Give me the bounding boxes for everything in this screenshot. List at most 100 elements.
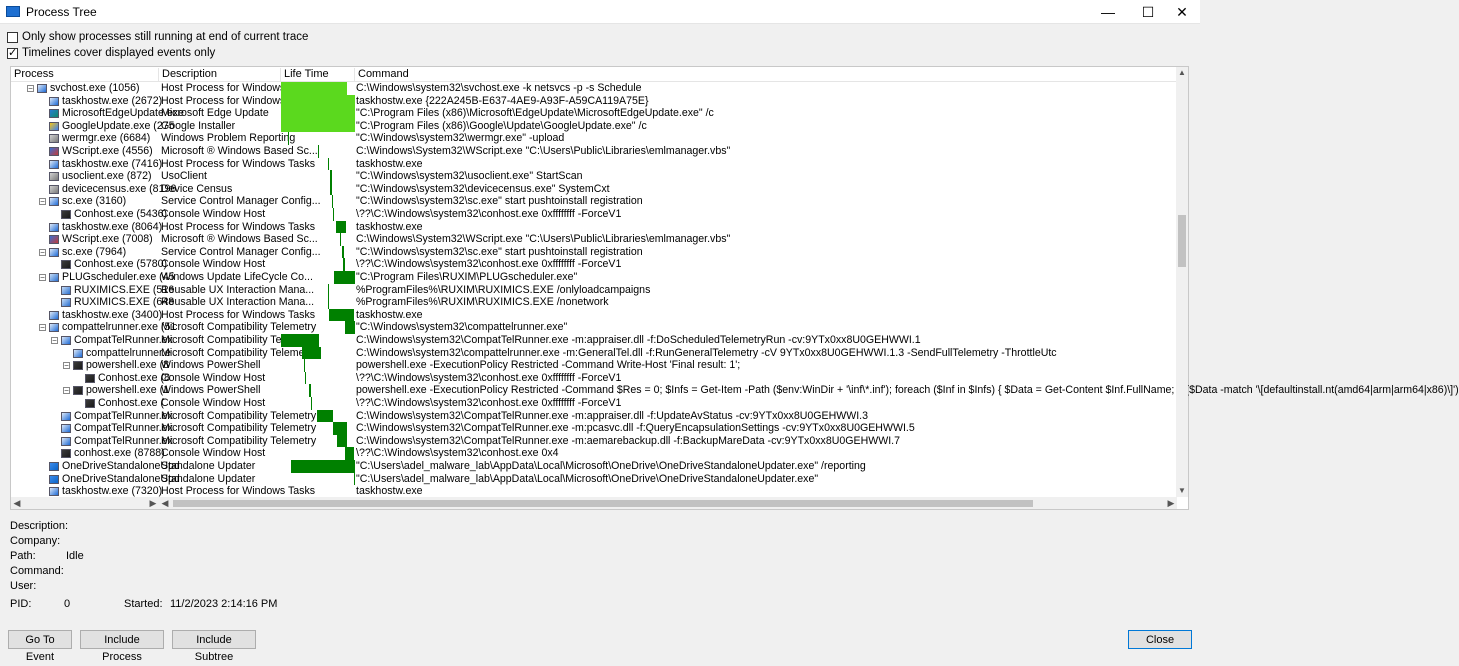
process-name: powershell.exe (1 [86,384,170,397]
column-description[interactable]: Description [159,68,281,82]
collapse-icon[interactable]: − [39,247,46,257]
table-row[interactable]: taskhostw.exe (8064)Host Process for Win… [11,220,1177,234]
scroll-right-icon[interactable]: ▶ [149,498,157,508]
table-row[interactable]: WScript.exe (4556)Microsoft ® Windows Ba… [11,145,1177,158]
horizontal-scroll-thumb[interactable] [173,500,1033,507]
lifetime-bar [333,422,347,435]
process-description: Windows PowerShell [161,359,261,372]
vertical-scroll-thumb[interactable] [1178,215,1186,267]
onedrive-process-icon [49,474,59,484]
process-description: Host Process for Windows Tasks [161,485,316,498]
process-command: taskhostw.exe [356,485,423,498]
collapse-icon[interactable]: − [63,361,70,371]
gear-process-icon [49,184,59,194]
table-row[interactable]: WScript.exe (7008)Microsoft ® Windows Ba… [11,233,1177,246]
table-row[interactable]: taskhostw.exe (7416)Host Process for Win… [11,157,1177,171]
lifetime-bar [329,308,354,322]
lifetime-bar [337,434,347,448]
vertical-scrollbar[interactable]: ▲ ▼ [1176,67,1188,497]
scroll-up-icon[interactable]: ▲ [1178,68,1186,77]
table-row[interactable]: taskhostw.exe (7320)Host Process for Win… [11,485,1177,498]
table-row[interactable]: usoclient.exe (872)UsoClient"C:\Windows\… [11,170,1177,183]
window-process-icon [49,222,59,232]
collapse-icon[interactable]: − [63,386,70,396]
console-process-icon [73,386,83,396]
lifetime-bar [330,170,332,183]
table-row[interactable]: taskhostw.exe (2672)Host Process for Win… [11,94,1177,108]
collapse-icon[interactable]: − [39,273,46,282]
table-row[interactable]: −svchost.exe (1056)Host Process for Wind… [11,82,1177,95]
process-description: Reusable UX Interaction Mana... [161,296,315,309]
table-row[interactable]: −sc.exe (3160)Service Control Manager Co… [11,195,1177,208]
lifetime-bar [328,283,329,297]
main-hscrollbar[interactable]: ◀ ▶ [159,497,1177,509]
script-process-icon [49,147,59,156]
collapse-icon[interactable]: − [39,323,46,333]
process-description: Console Window Host [161,258,266,271]
collapse-icon[interactable]: − [51,336,58,345]
table-row[interactable]: Conhost.exe (5436)Console Window Host\??… [11,208,1177,221]
window-process-icon [49,310,59,320]
maximize-button[interactable]: ☐ [1141,4,1155,20]
process-column-hscrollbar[interactable]: ◀ ▶ [11,497,159,509]
started-label: Started: [124,598,163,610]
collapse-icon[interactable]: − [27,84,34,93]
table-row[interactable]: wermgr.exe (6684)Windows Problem Reporti… [11,132,1177,145]
include-subtree-button[interactable]: Include Subtree [172,630,256,663]
process-name: powershell.exe (8 [86,359,170,372]
table-row[interactable]: conhost.exe (8788)Console Window Host\??… [11,447,1177,460]
scroll-left-icon[interactable]: ◀ [13,498,21,508]
column-lifetime[interactable]: Life Time [281,68,355,82]
path-value: Idle [66,550,84,562]
table-row[interactable]: taskhostw.exe (3400)Host Process for Win… [11,308,1177,322]
scroll-down-icon[interactable]: ▼ [1178,486,1186,495]
scroll-left-icon[interactable]: ◀ [161,498,169,508]
process-name: WScript.exe (4556) [62,145,153,157]
table-row[interactable]: Conhost.exe (5780)Console Window Host\??… [11,258,1177,271]
table-row[interactable]: −sc.exe (7964)Service Control Manager Co… [11,245,1177,259]
column-command[interactable]: Command [358,68,409,80]
close-window-button[interactable]: ✕ [1176,4,1188,20]
lifetime-bar [305,371,306,385]
running-only-checkbox[interactable] [7,31,18,43]
process-command: "C:\Windows\system32\wermgr.exe" -upload [356,132,565,145]
go-to-event-button[interactable]: Go To Event [8,630,72,663]
lifetime-bar [304,359,305,372]
process-command: \??\C:\Windows\system32\conhost.exe 0xff… [356,258,622,271]
table-row[interactable]: Conhost.exe (Console Window Host\??\C:\W… [11,397,1177,410]
column-process[interactable]: Process [11,68,159,82]
process-name: Conhost.exe ( [98,397,164,409]
process-command: \??\C:\Windows\system32\conhost.exe 0xff… [356,208,622,220]
timelines-option[interactable]: Timelines cover displayed events only [7,46,215,60]
process-command: C:\Windows\system32\svchost.exe -k netsv… [356,82,642,94]
minimize-button[interactable]: — [1101,4,1115,20]
user-label: User: [10,580,37,592]
running-only-option[interactable]: Only show processes still running at end… [7,30,308,44]
process-tree-panel: Process Description Life Time Command −s… [10,66,1459,510]
collapse-icon[interactable]: − [39,197,46,207]
process-description: Microsoft Compatibility Telemetry [161,321,317,334]
process-name: taskhostw.exe (8064) [62,220,163,233]
include-process-button[interactable]: Include Process [80,630,164,663]
timelines-checkbox[interactable] [7,46,18,60]
scroll-right-icon[interactable]: ▶ [1167,498,1175,508]
close-button[interactable]: Close [1128,630,1192,649]
process-name: compattelrunner.e [86,346,171,359]
